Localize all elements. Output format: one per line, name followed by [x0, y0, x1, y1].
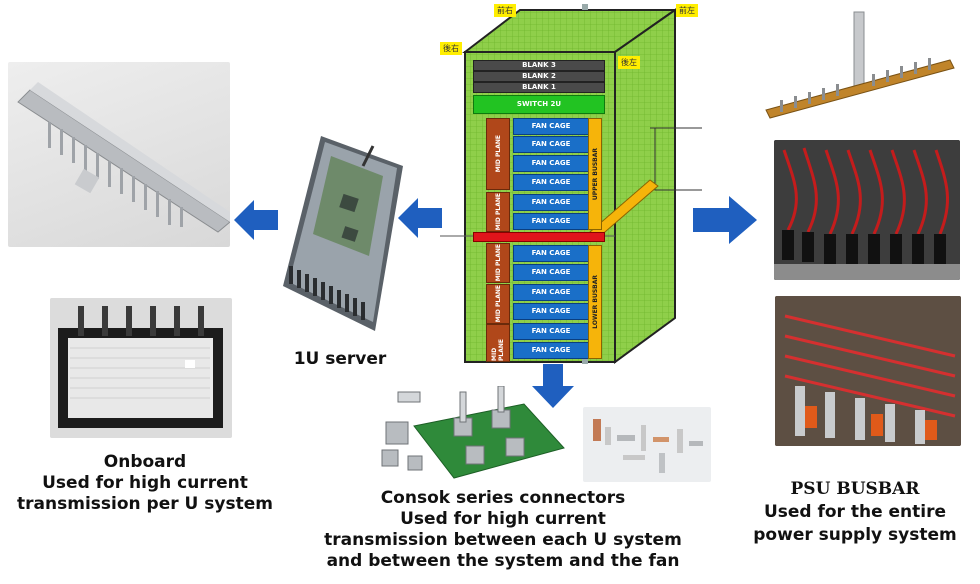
consok-caption: Consok series connectors Used for high c…	[298, 488, 708, 572]
server-caption: 1U server	[293, 349, 387, 369]
consok-caption-line-1: Used for high current	[400, 509, 606, 529]
rack-mid-plane-1: MID PLANE	[486, 118, 510, 190]
rack-fan-cage: FAN CAGE	[513, 213, 589, 230]
psu-busbar-strip-illustration	[765, 11, 955, 119]
server-illustration	[283, 136, 403, 331]
rack-fan-cage: FAN CAGE	[513, 323, 589, 340]
rack-mid-plane-5: MID PLANE	[486, 324, 510, 362]
psu-caption-title: PSU BUSBAR	[790, 479, 920, 499]
arrow-left-icon	[234, 200, 278, 240]
consok-caption-title: Consok series connectors	[380, 488, 626, 508]
onboard-busbar-photo	[8, 62, 230, 247]
rack-blank-1: BLANK 1	[473, 82, 605, 93]
server-photo	[283, 136, 403, 331]
rack-blank-2: BLANK 2	[473, 71, 605, 82]
psu-busbar-strip-photo	[760, 8, 960, 122]
psu-assembly-illustration	[775, 296, 961, 446]
rack-fan-cage: FAN CAGE	[513, 136, 589, 153]
rack-mid-plane-3: MID PLANE	[486, 243, 510, 283]
rack-tag-back-right: 後右	[440, 42, 462, 55]
psu-assembly-photo	[775, 296, 961, 446]
rack-tag-front-left: 前左	[676, 4, 698, 17]
onboard-caption-line-1: Used for high current	[42, 473, 248, 493]
onboard-caption-line-2: transmission per U system	[17, 494, 273, 514]
psu-cabling-photo	[774, 140, 960, 280]
consok-pcb-photo	[374, 386, 570, 488]
consok-pins-photo	[583, 407, 711, 482]
psu-caption: PSU BUSBAR Used for the entire power sup…	[740, 478, 970, 547]
onboard-caption-title: Onboard	[103, 452, 187, 472]
rack-lower-busbar: LOWER BUSBAR	[588, 245, 602, 359]
rack-fan-cage: FAN CAGE	[513, 155, 589, 172]
rack-fan-cage: FAN CAGE	[513, 174, 589, 191]
arrow-down-icon	[532, 364, 574, 408]
psu-cabling-illustration	[774, 140, 960, 280]
rack-upper-busbar: UPPER BUSBAR	[588, 118, 602, 230]
rack-tag-front-right: 前右	[494, 4, 516, 17]
psu-caption-line-1: Used for the entire	[763, 502, 947, 522]
onboard-connector-photo	[50, 298, 232, 438]
arrow-right-icon	[693, 196, 757, 244]
rack-mid-plane-2: MID PLANE	[486, 192, 510, 232]
consok-pins-illustration	[593, 419, 703, 473]
rack-fan-cage: FAN CAGE	[513, 284, 589, 301]
rack-divider-bar	[473, 232, 605, 242]
rack-fan-cage: FAN CAGE	[513, 118, 589, 135]
rack-fan-cage: FAN CAGE	[513, 264, 589, 281]
onboard-connector-illustration	[50, 298, 232, 438]
consok-caption-line-3: and between the system and the fan	[326, 551, 680, 571]
consok-pcb-illustration	[381, 386, 565, 479]
rack-fan-cage: FAN CAGE	[513, 194, 589, 211]
rack-fan-cage: FAN CAGE	[513, 245, 589, 262]
rack-switch: SWITCH 2U	[473, 95, 605, 114]
psu-caption-line-2: power supply system	[753, 525, 957, 545]
rack-mid-plane-4: MID PLANE	[486, 284, 510, 324]
onboard-busbar-illustration	[17, 82, 230, 233]
rack-fan-cage: FAN CAGE	[513, 342, 589, 359]
rack-fan-cage: FAN CAGE	[513, 303, 589, 320]
consok-caption-line-2: transmission between each U system	[324, 530, 682, 550]
arrow-left-icon	[398, 198, 442, 238]
onboard-caption: Onboard Used for high current transmissi…	[0, 452, 290, 515]
rack-blank-3: BLANK 3	[473, 60, 605, 71]
rack-tag-back-left: 後左	[618, 56, 640, 69]
